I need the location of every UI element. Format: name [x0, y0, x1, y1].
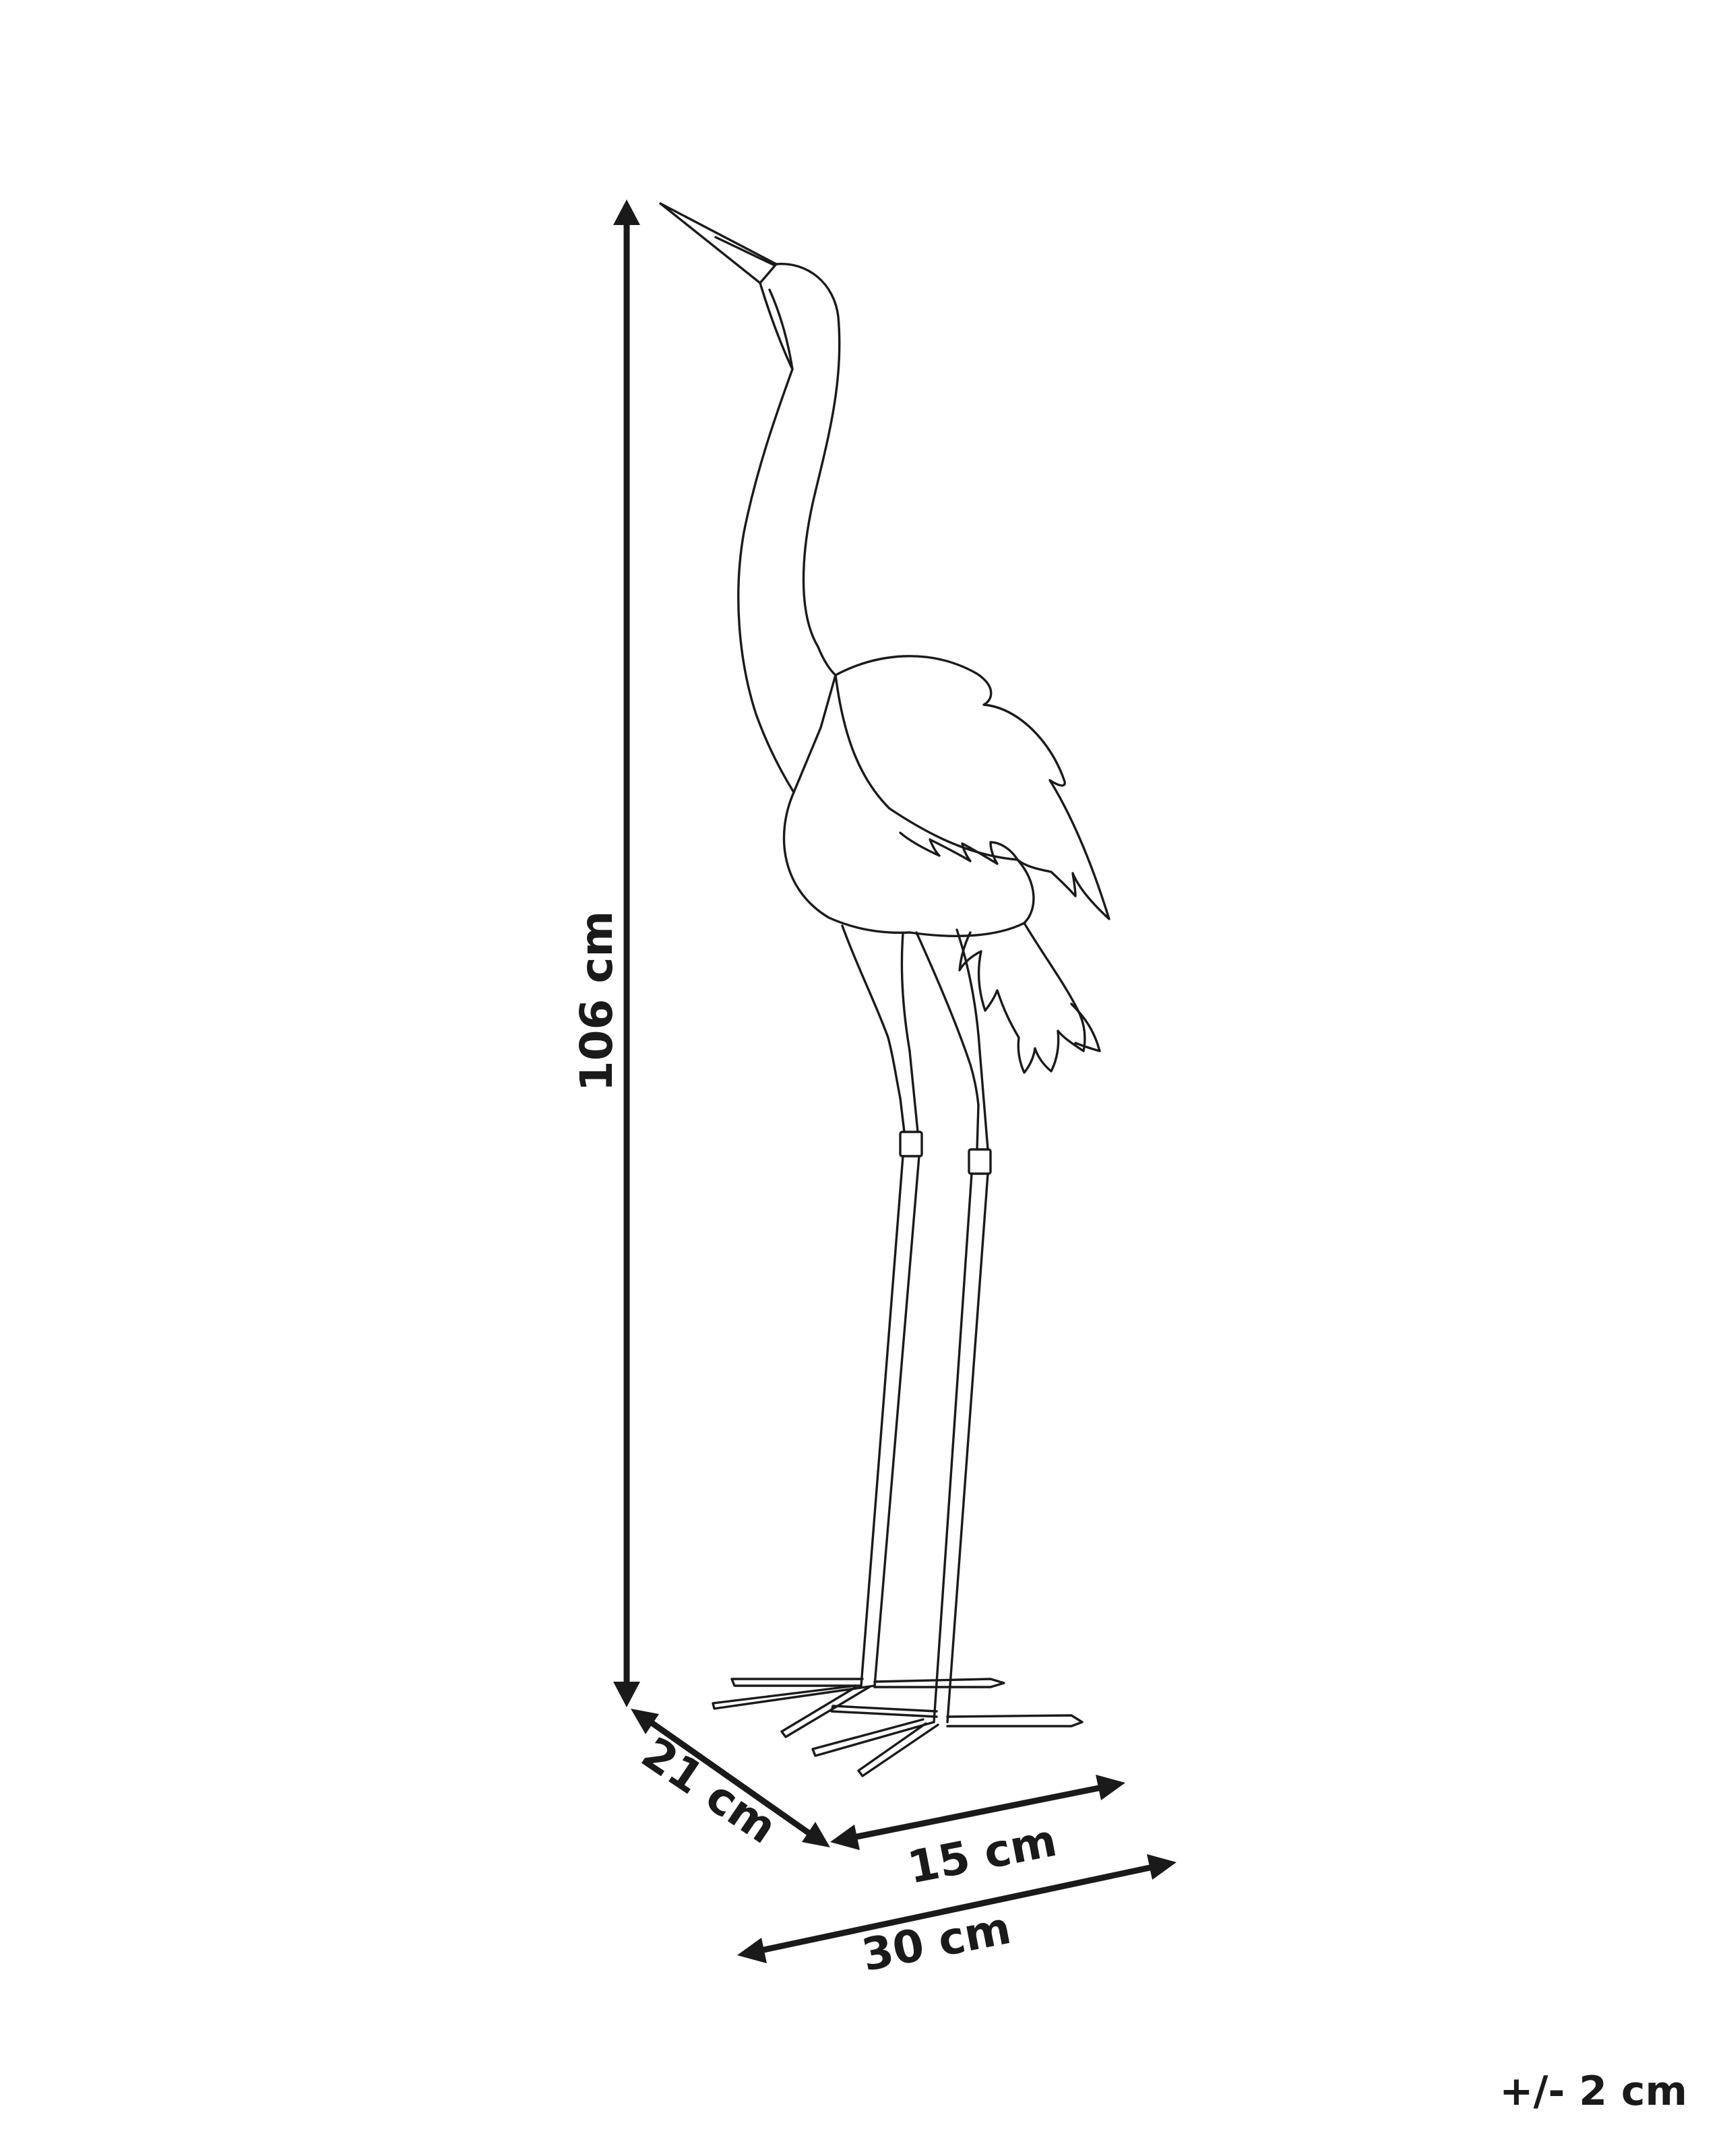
tolerance-note: +/- 2 cm: [1499, 2068, 1687, 2115]
dimension-depth-arrow: [631, 1709, 830, 1847]
dimension-inner-width-arrow: [830, 1775, 1125, 1850]
depth-label: 21 cm: [633, 1727, 786, 1853]
inner-width-label: 15 cm: [904, 1814, 1061, 1894]
dimension-width-arrow: [737, 1854, 1177, 1963]
dimension-height-arrow: [613, 199, 640, 1707]
crane-figurine-illustration: [659, 202, 1110, 1777]
height-label: 106 cm: [571, 911, 623, 1092]
